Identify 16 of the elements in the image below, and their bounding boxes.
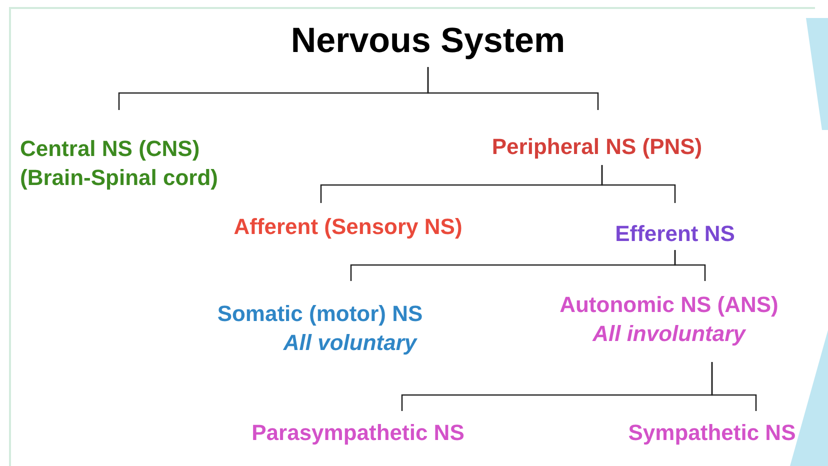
node-label: Autonomic NS (ANS)	[558, 291, 780, 319]
connector-line	[601, 165, 676, 203]
node-label: Peripheral NS (PNS)	[490, 133, 704, 161]
node-subtitle: All involuntary	[591, 320, 747, 348]
node-label: Sympathetic NS	[627, 419, 797, 447]
node-label: Somatic (motor) NS	[216, 300, 424, 328]
node-subtitle: All voluntary	[282, 329, 418, 357]
connector-line	[427, 67, 599, 110]
diagram-heading: Nervous System	[290, 20, 566, 62]
node-label: Efferent NS	[614, 220, 736, 248]
node-subtitle: (Brain-Spinal cord)	[20, 164, 220, 192]
node-label: Central NS (CNS)	[20, 135, 201, 163]
connector-line	[674, 250, 706, 281]
node-label: Afferent (Sensory NS)	[232, 213, 464, 241]
node-label: Parasympathetic NS	[250, 419, 466, 447]
connector-line	[711, 362, 757, 411]
